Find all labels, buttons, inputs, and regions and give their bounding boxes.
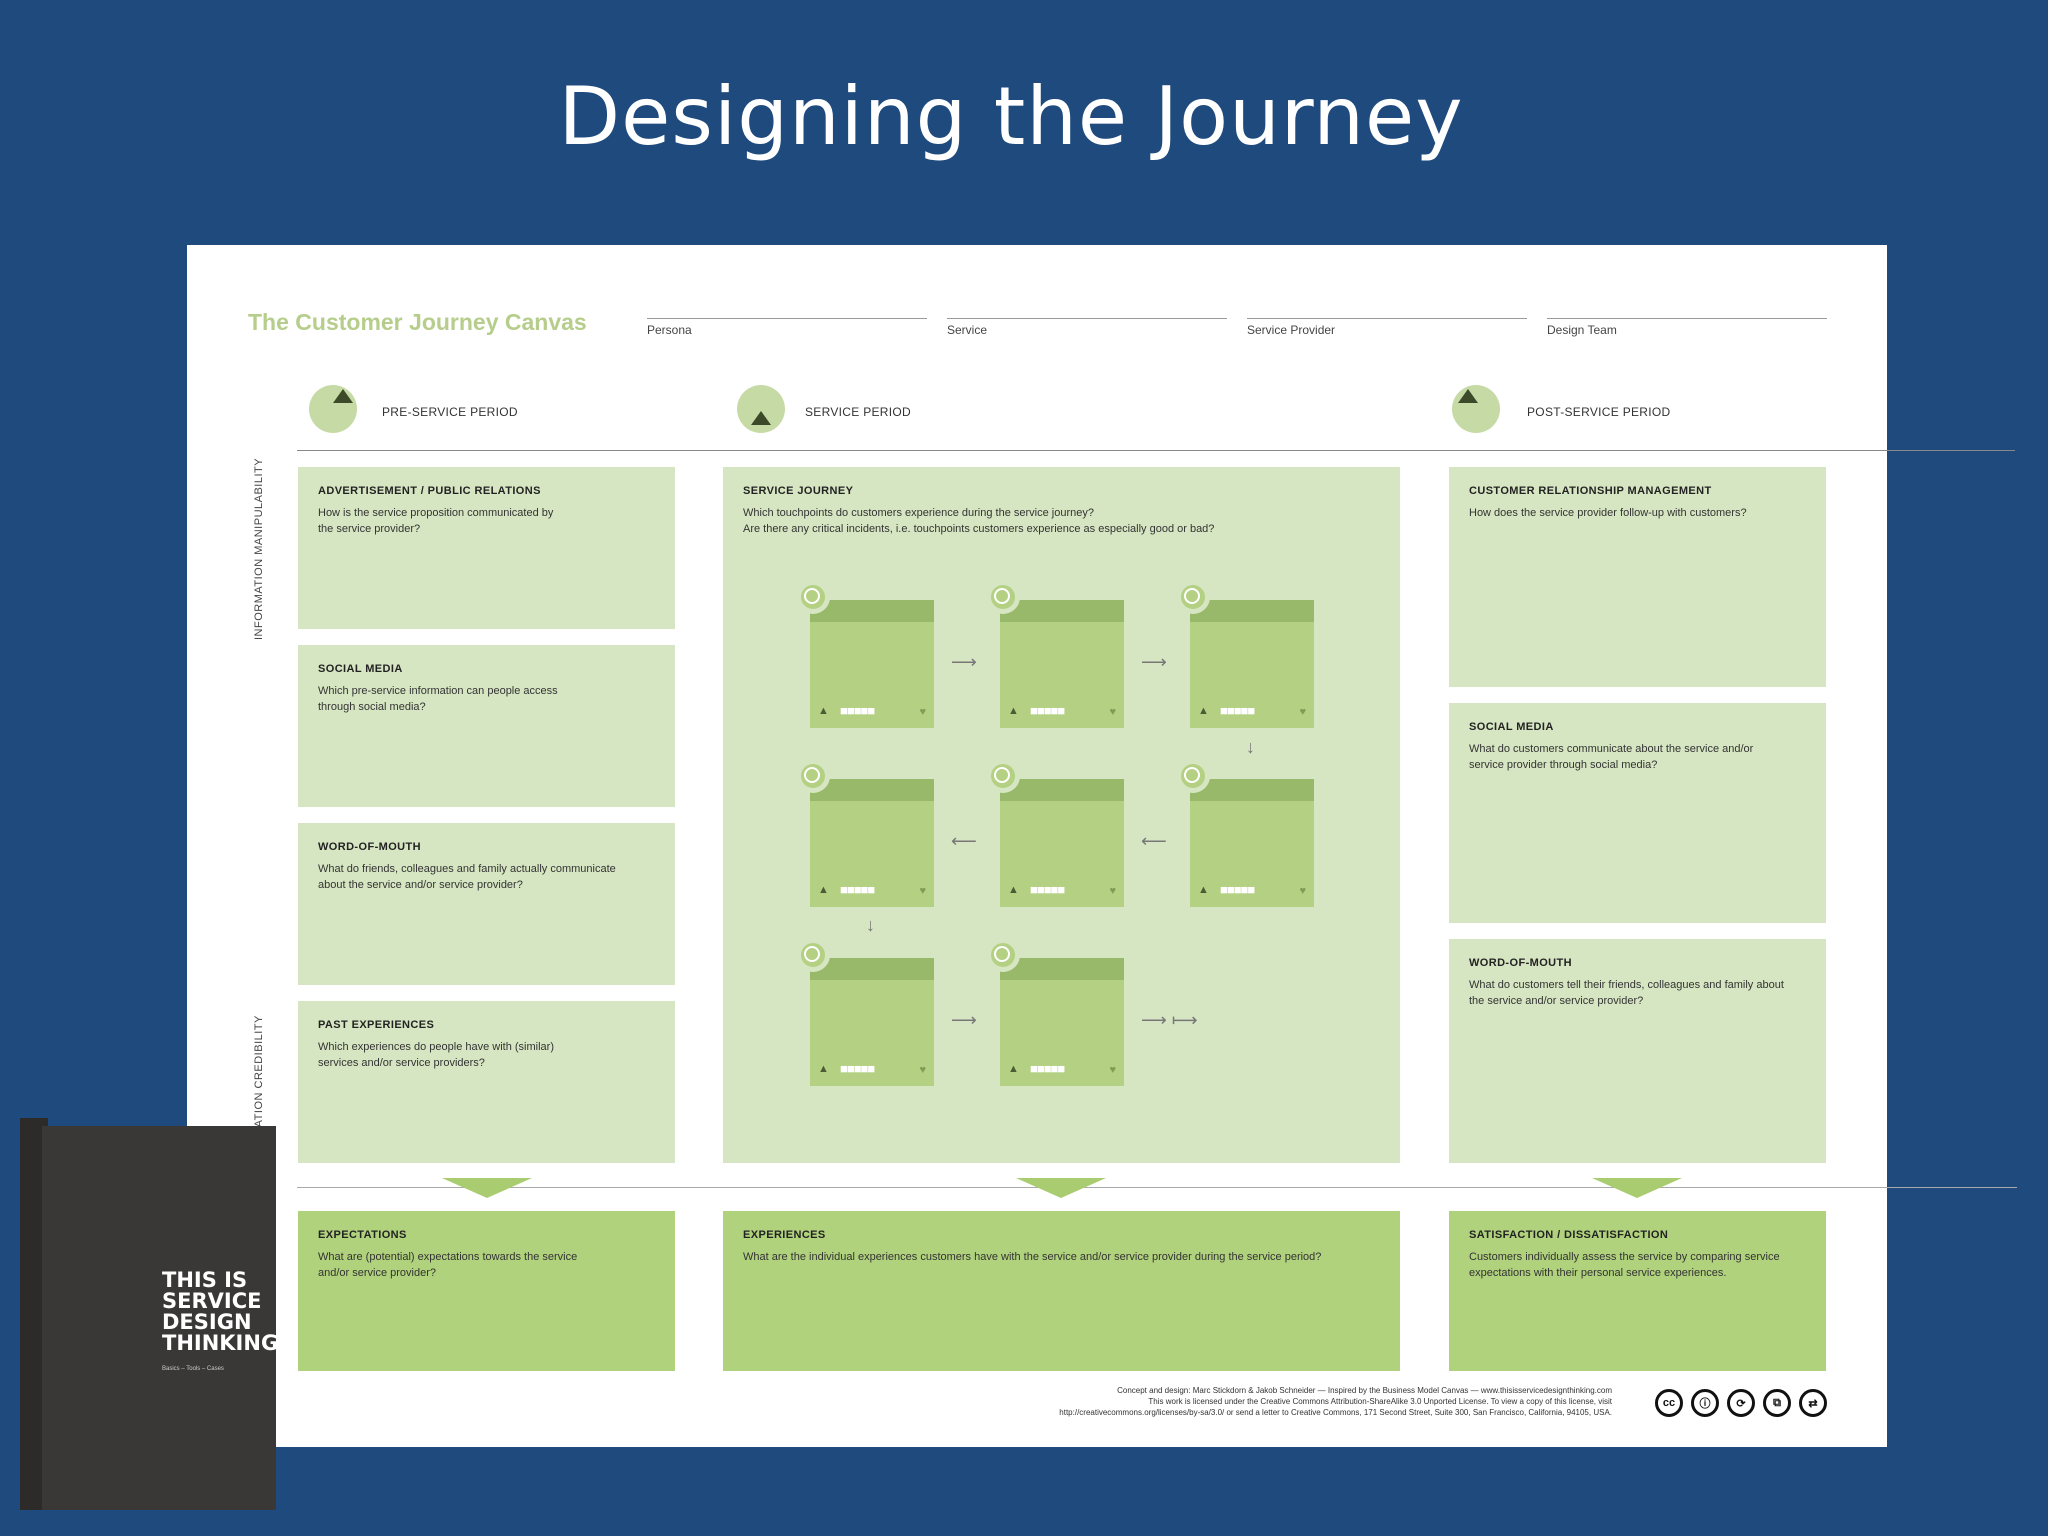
box-question: Which experiences do people have with (s… <box>318 1041 554 1069</box>
box-question: What do friends, colleagues and family a… <box>318 863 616 891</box>
right-arrow-icon: ⟶ <box>951 1010 977 1030</box>
post-box-social-media: SOCIAL MEDIA What do customers communica… <box>1449 703 1826 923</box>
box-title: EXPERIENCES <box>743 1229 826 1241</box>
post-box-crm: CUSTOMER RELATIONSHIP MANAGEMENT How doe… <box>1449 467 1826 687</box>
pre-period-line <box>297 450 862 451</box>
sa-icon: ⟳ <box>1727 1389 1755 1417</box>
box-title: SOCIAL MEDIA <box>1469 721 1554 733</box>
pre-box-advertisement: ADVERTISEMENT / PUBLIC RELATIONS How is … <box>298 467 675 629</box>
journey-canvas: The Customer Journey Canvas Persona Serv… <box>187 245 2017 1447</box>
box-question: What are the individual experiences cust… <box>743 1251 1322 1263</box>
box-title: WORD-OF-MOUTH <box>318 841 421 853</box>
design-team-field: Design Team <box>1547 318 1827 337</box>
box-question: Which pre-service information can people… <box>318 685 558 713</box>
box-question-2: Are there any critical incidents, i.e. t… <box>743 523 1215 535</box>
box-question: How does the service provider follow-up … <box>1469 507 1747 519</box>
down-triangle-icon <box>1016 1178 1106 1198</box>
bottom-box-expectations: EXPECTATIONS What are (potential) expect… <box>298 1211 675 1371</box>
footer-line-2: This work is licensed under the Creative… <box>1148 1397 1612 1406</box>
service-field: Service <box>947 318 1227 337</box>
pre-box-social-media: SOCIAL MEDIA Which pre-service informati… <box>298 645 675 807</box>
post-service-label: POST-SERVICE PERIOD <box>1527 405 1671 419</box>
touchpoint-card[interactable]: ▲■■■■■♥ <box>1176 759 1314 907</box>
right-arrow-icon: ⟶ <box>951 652 977 672</box>
pre-service-label: PRE-SERVICE PERIOD <box>382 405 518 419</box>
box-title: CUSTOMER RELATIONSHIP MANAGEMENT <box>1469 485 1712 497</box>
book-cover-image: THIS IS SERVICE DESIGN THINKING. Basics … <box>20 1118 287 1510</box>
touchpoint-card[interactable]: ▲■■■■■♥ <box>796 759 934 907</box>
box-title: SATISFACTION / DISSATISFACTION <box>1469 1229 1669 1241</box>
book-title: THIS IS SERVICE DESIGN THINKING. <box>162 1268 287 1355</box>
box-question: What are (potential) expectations toward… <box>318 1251 578 1279</box>
box-title: SERVICE JOURNEY <box>743 485 854 497</box>
axis-top-label: INFORMATION MANIPULABILITY <box>253 457 265 640</box>
box-question: How is the service proposition communica… <box>318 507 554 535</box>
canvas-title: The Customer Journey Canvas <box>248 309 587 335</box>
book-subtitle: Basics – Tools – Cases <box>162 1366 224 1372</box>
pre-box-past-experiences: PAST EXPERIENCES Which experiences do pe… <box>298 1001 675 1163</box>
touchpoint-card[interactable]: ▲■■■■■♥ <box>986 580 1124 728</box>
bottom-box-satisfaction: SATISFACTION / DISSATISFACTION Customers… <box>1449 1211 1826 1371</box>
touchpoint-card[interactable]: ▲■■■■■♥ <box>1176 580 1314 728</box>
touchpoint-card[interactable]: ▲■■■■■♥ <box>796 938 934 1086</box>
left-arrow-icon: ⟵ <box>951 831 977 851</box>
box-title: SOCIAL MEDIA <box>318 663 403 675</box>
box-question: What do customers tell their friends, co… <box>1469 979 1784 1007</box>
box-title: ADVERTISEMENT / PUBLIC RELATIONS <box>318 485 541 497</box>
box-title: PAST EXPERIENCES <box>318 1019 435 1031</box>
touchpoint-card[interactable]: ▲■■■■■♥ <box>986 938 1124 1086</box>
service-label: SERVICE PERIOD <box>805 405 912 419</box>
box-question-1: Which touchpoints do customers experienc… <box>743 507 1094 519</box>
touchpoint-card[interactable]: ▲■■■■■♥ <box>796 580 934 728</box>
pre-service-icon <box>309 385 357 433</box>
touchpoint-card[interactable]: ▲■■■■■♥ <box>986 759 1124 907</box>
expectation-line <box>297 1187 2017 1188</box>
post-service-icon <box>1452 385 1500 433</box>
end-arrow-icon: ⟶ ⟼ <box>1141 1010 1198 1030</box>
license-icons: cc ⓘ ⟳ ⧉ ⇄ <box>1655 1389 1827 1417</box>
cc-icon: cc <box>1655 1389 1683 1417</box>
service-journey-box: SERVICE JOURNEY Which touchpoints do cus… <box>723 467 1400 1163</box>
footer-line-1: Concept and design: Marc Stickdorn & Jak… <box>1117 1386 1612 1395</box>
copy-icon: ⧉ <box>1763 1389 1791 1417</box>
persona-field: Persona <box>647 318 927 337</box>
down-triangle-icon <box>1592 1178 1682 1198</box>
service-period-line <box>725 450 1587 451</box>
box-title: WORD-OF-MOUTH <box>1469 957 1572 969</box>
box-title: EXPECTATIONS <box>318 1229 407 1241</box>
down-arrow-icon: ↓ <box>866 915 875 935</box>
slide-title: Designing the Journey <box>558 70 1464 163</box>
bottom-box-experiences: EXPERIENCES What are the individual expe… <box>723 1211 1400 1371</box>
left-arrow-icon: ⟵ <box>1141 831 1167 851</box>
box-question: Customers individually assess the servic… <box>1469 1251 1780 1279</box>
post-box-word-of-mouth: WORD-OF-MOUTH What do customers tell the… <box>1449 939 1826 1163</box>
by-icon: ⓘ <box>1691 1389 1719 1417</box>
license-text: Concept and design: Marc Stickdorn & Jak… <box>992 1385 1612 1418</box>
down-arrow-icon: ↓ <box>1246 737 1255 757</box>
book-front <box>42 1126 276 1510</box>
footer-line-3: http://creativecommons.org/licenses/by-s… <box>1059 1408 1612 1417</box>
remix-icon: ⇄ <box>1799 1389 1827 1417</box>
box-question: What do customers communicate about the … <box>1469 743 1754 771</box>
post-period-line <box>1449 450 2015 451</box>
right-arrow-icon: ⟶ <box>1141 652 1167 672</box>
down-triangle-icon <box>442 1178 532 1198</box>
pre-box-word-of-mouth: WORD-OF-MOUTH What do friends, colleague… <box>298 823 675 985</box>
service-provider-field: Service Provider <box>1247 318 1527 337</box>
service-icon <box>737 385 785 433</box>
